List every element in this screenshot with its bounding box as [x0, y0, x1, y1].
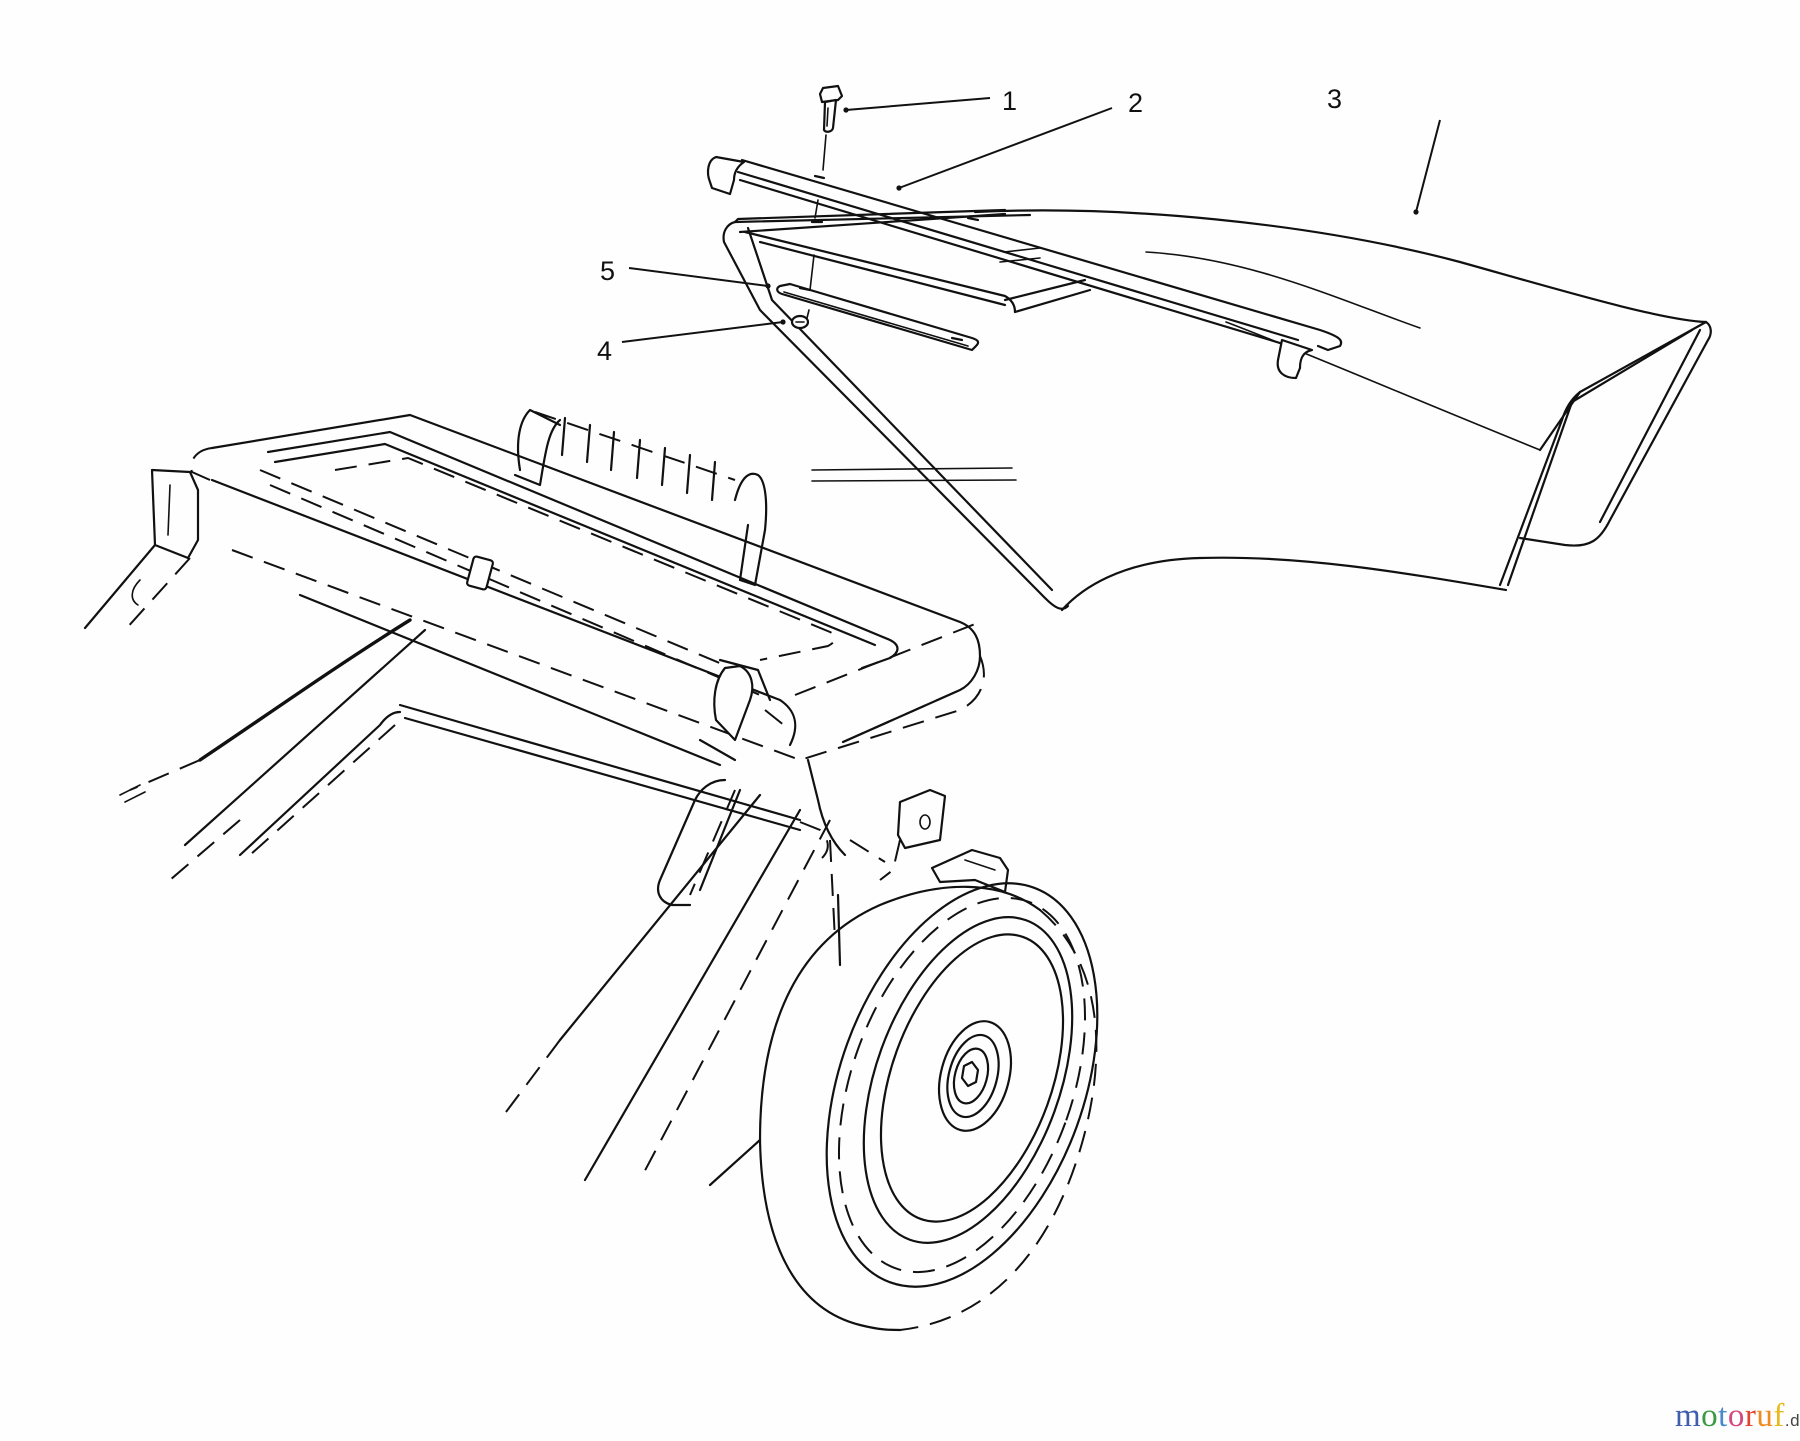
watermark-letter: o: [1701, 1398, 1719, 1434]
callout-2-hinge-rod[interactable]: 2: [1128, 88, 1144, 118]
latch-icon: [466, 555, 494, 591]
watermark-letter: u: [1756, 1398, 1774, 1434]
watermark-letter: f: [1773, 1398, 1785, 1434]
callout-4-nut[interactable]: 4: [597, 336, 613, 366]
watermark-tld: .de: [1784, 1411, 1800, 1430]
motoruf-watermark-logo[interactable]: motoruf.de: [1675, 1398, 1800, 1435]
watermark-letter: t: [1718, 1398, 1728, 1434]
rear-wheel: [708, 882, 1099, 1332]
hub-nut-icon: [960, 1060, 980, 1088]
hinge-rod: [706, 155, 1343, 380]
watermark-letter: o: [1727, 1398, 1745, 1434]
callout-3-chute[interactable]: 3: [1327, 84, 1343, 114]
handle-grip-ribs: [560, 416, 717, 502]
side-discharge-chute: [722, 208, 1712, 612]
nut: [790, 314, 810, 330]
watermark-letter: r: [1744, 1398, 1757, 1434]
callout-leaders: [621, 97, 1441, 343]
bolt: [805, 84, 844, 323]
deck-body: [119, 618, 847, 1182]
watermark-letter: m: [1675, 1398, 1702, 1434]
callout-5-plate[interactable]: 5: [600, 256, 616, 286]
bag-frame-handle: [83, 408, 985, 767]
wheel-brackets: [849, 788, 1010, 894]
callout-1-bolt[interactable]: 1: [1002, 86, 1018, 116]
plate: [776, 220, 980, 352]
